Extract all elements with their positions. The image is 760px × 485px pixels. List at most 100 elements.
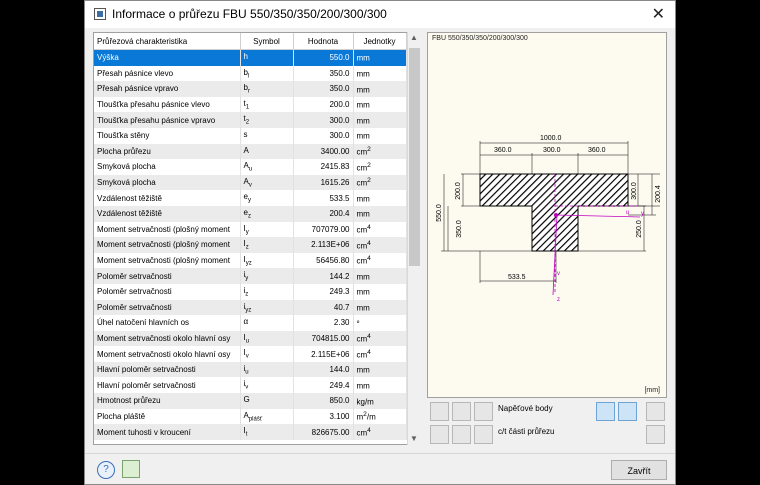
preview-title: FBU 550/350/350/200/300/300 (432, 35, 528, 42)
column-header-property[interactable]: Průřezová charakteristika (94, 33, 241, 50)
property-unit: mm (353, 190, 407, 206)
property-value: 3.100 (293, 408, 354, 425)
property-symbol: Av (240, 174, 294, 191)
scroll-down-arrow[interactable]: ▼ (410, 434, 418, 443)
property-symbol: α (240, 315, 294, 331)
scrollbar-thumb[interactable] (409, 48, 420, 266)
property-name: Přesah pásnice vlevo (94, 65, 241, 82)
property-symbol: iu (240, 361, 294, 378)
axes-toggle-button[interactable] (596, 402, 615, 421)
property-unit: cm4 (353, 424, 407, 440)
property-name: Hlavní poloměr setrvačnosti (94, 361, 241, 378)
stress-points-toggle-button[interactable] (474, 402, 493, 421)
property-value: 40.7 (293, 299, 354, 316)
dim-height: 550.0 (436, 204, 443, 222)
property-value: 56456.80 (293, 252, 354, 269)
property-symbol: br (240, 81, 294, 97)
property-unit: mm (353, 377, 407, 394)
dim-left-overhang: 360.0 (494, 147, 512, 154)
property-symbol: Au (240, 159, 294, 175)
property-symbol: A (240, 143, 294, 160)
property-unit: cm4 (353, 221, 407, 238)
property-symbol: iz (240, 283, 294, 300)
show-section-disabled-button[interactable] (430, 425, 449, 444)
property-value: 707079.00 (293, 221, 354, 238)
properties-table: Průřezová charakteristika Symbol Hodnota… (93, 32, 422, 445)
property-unit: mm (353, 96, 407, 113)
export-to-excel-button[interactable] (122, 460, 140, 478)
bottom-bar (85, 453, 675, 485)
close-button[interactable]: Zavřít (611, 460, 667, 480)
dim-top-right: 300.0 (631, 182, 638, 200)
property-symbol: ey (240, 190, 294, 206)
dimensions-button[interactable] (452, 402, 471, 421)
property-value: 249.3 (293, 283, 354, 300)
print-button[interactable] (646, 425, 665, 444)
property-unit: mm (353, 65, 407, 82)
property-name: Hmotnost průřezu (94, 393, 241, 409)
show-section-button[interactable] (430, 402, 449, 421)
property-unit: kg/m (353, 393, 407, 409)
property-symbol: Iu (240, 330, 294, 347)
property-name: Poloměr setrvačnosti (94, 268, 241, 284)
close-icon[interactable]: ✕ (651, 6, 665, 23)
property-name: Poloměr setrvačnosti (94, 283, 241, 300)
property-unit: mm (353, 361, 407, 378)
ct-parts-button[interactable] (452, 425, 471, 444)
property-value: 704815.00 (293, 330, 354, 347)
dimension-toggle-button[interactable] (618, 402, 637, 421)
property-value: 533.5 (293, 190, 354, 206)
column-header-value[interactable]: Hodnota (293, 33, 354, 50)
property-value: 550.0 (293, 49, 354, 66)
help-button[interactable]: ? (97, 461, 115, 479)
property-name: Plocha průřezu (94, 143, 241, 160)
ct-toggle-button[interactable] (474, 425, 493, 444)
property-symbol: s (240, 127, 294, 144)
property-name: Úhel natočení hlavních os (94, 315, 241, 331)
dim-ey: 533.5 (508, 274, 526, 281)
zoom-button[interactable] (646, 402, 665, 421)
scroll-up-arrow[interactable]: ▲ (410, 33, 418, 42)
property-name: Moment tuhosti v kroucení (94, 424, 241, 440)
axis-u-label: u (626, 210, 629, 216)
property-unit: cm2 (353, 159, 407, 175)
property-unit: cm4 (353, 237, 407, 253)
dim-right-overhang: 360.0 (588, 147, 606, 154)
property-symbol: iv (240, 377, 294, 394)
dim-lower-right: 250.0 (636, 220, 643, 238)
column-header-symbol[interactable]: Symbol (240, 33, 294, 50)
property-unit: cm4 (353, 346, 407, 362)
property-unit: mm (353, 127, 407, 144)
property-unit: mm (353, 268, 407, 284)
property-name: Smyková plocha (94, 159, 241, 175)
property-symbol: It (240, 424, 294, 440)
property-unit: mm (353, 49, 407, 66)
column-header-units[interactable]: Jednotky (353, 33, 407, 50)
property-symbol: iyz (240, 299, 294, 316)
